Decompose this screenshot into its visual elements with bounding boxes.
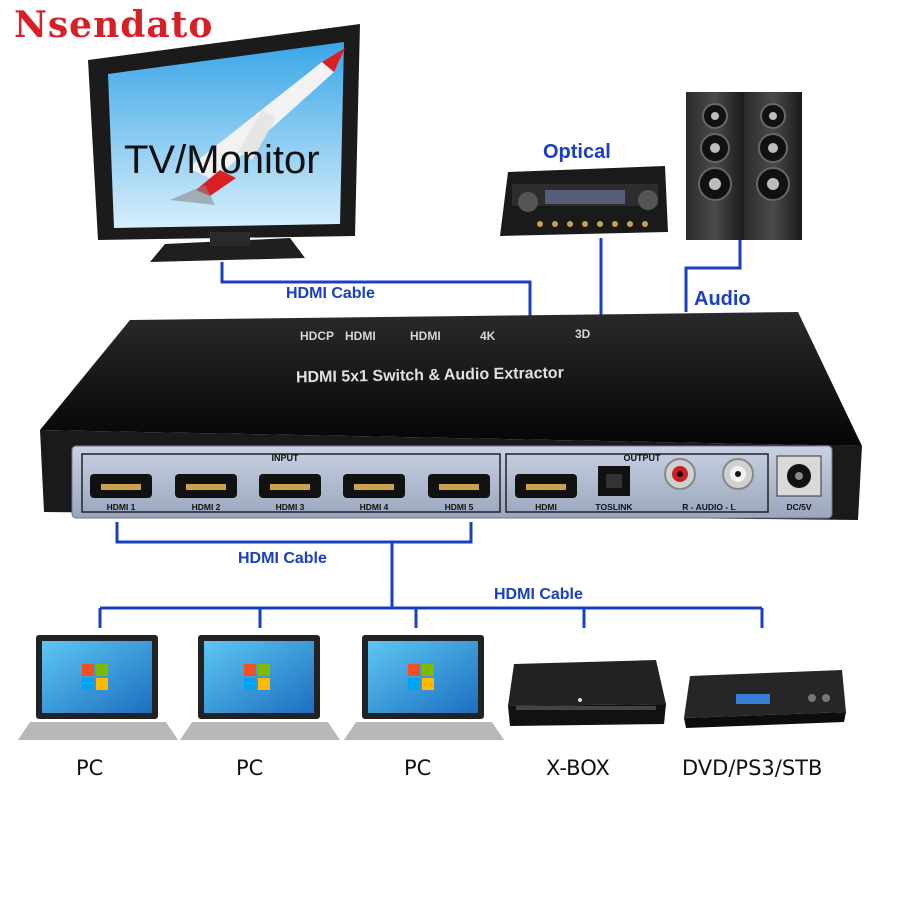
port-label-toslink: TOSLINK: [595, 502, 633, 512]
av-receiver: [500, 166, 668, 236]
svg-text:HDMI: HDMI: [345, 329, 376, 343]
switch-title: HDMI 5x1 Switch & Audio Extractor: [296, 365, 564, 387]
brand-logo: Nsendato: [14, 4, 214, 46]
port-label-hdmi-3: HDMI 3: [276, 502, 305, 512]
audio-cable: [684, 238, 742, 312]
input-group-label: INPUT: [272, 453, 300, 463]
svg-text:4K: 4K: [480, 329, 496, 343]
hdmi-switch: HDCP HDMI HDMI 4K 3D HDMI 5x1 Switch & A…: [40, 312, 862, 520]
device-label-pc-3: PC: [404, 756, 432, 780]
tv-label: TV/Monitor: [124, 138, 320, 182]
tv-monitor: [88, 24, 360, 262]
output-group-label: OUTPUT: [624, 453, 662, 463]
cables: [98, 238, 764, 628]
device-label-dvd: DVD/PS3/STB: [682, 756, 823, 780]
port-label-hdmi-5: HDMI 5: [445, 502, 474, 512]
dvd-player: [684, 670, 846, 728]
port-label-rca: R - AUDIO - L: [682, 502, 736, 512]
svg-text:HDMI: HDMI: [410, 329, 441, 343]
laptop-2: [180, 635, 340, 740]
input-bus-cable: [115, 522, 473, 544]
device-label-pc-2: PC: [236, 756, 264, 780]
speakers: [686, 92, 802, 240]
svg-text:3D: 3D: [575, 327, 591, 341]
laptop-3: [344, 635, 504, 740]
hdmi-cable-label-right: HDMI Cable: [494, 586, 583, 603]
tv-hdmi-cable: [220, 262, 532, 322]
laptop-1: [18, 635, 178, 740]
audio-label: Audio: [694, 288, 751, 310]
xbox-console: [508, 660, 666, 726]
port-label-hdmi-4: HDMI 4: [360, 502, 389, 512]
hdmi-cable-label-mid: HDMI Cable: [238, 550, 327, 567]
port-label-hdmi-1: HDMI 1: [107, 502, 136, 512]
hdmi-cable-label-top: HDMI Cable: [286, 285, 375, 302]
port-label-power: DC/5V: [786, 502, 811, 512]
optical-label: Optical: [543, 141, 611, 163]
port-label-out-hdmi: HDMI: [535, 502, 557, 512]
device-label-pc-1: PC: [76, 756, 104, 780]
badge-hdmi-hdcp: HDCP: [300, 329, 334, 343]
device-label-xbox: X-BOX: [546, 756, 610, 780]
hdmi-input-ports: [90, 474, 577, 498]
port-label-hdmi-2: HDMI 2: [192, 502, 221, 512]
